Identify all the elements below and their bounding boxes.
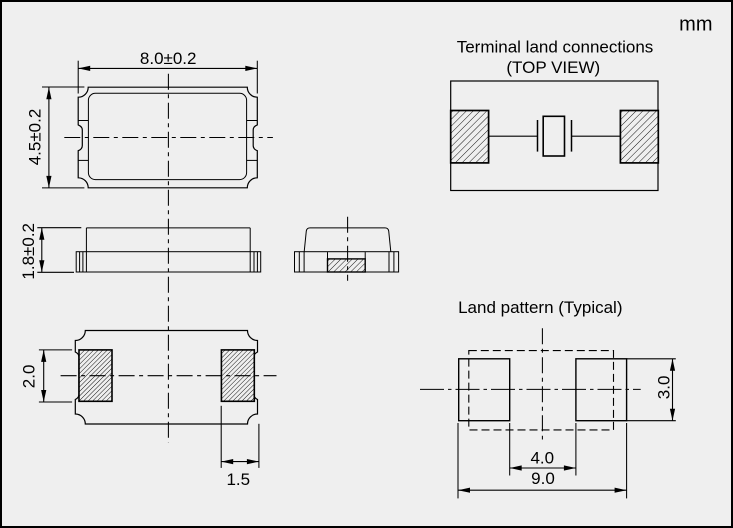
svg-text:9.0: 9.0: [531, 469, 555, 488]
svg-text:1.8±0.2: 1.8±0.2: [19, 223, 38, 280]
svg-text:Terminal land connections: Terminal land connections: [457, 38, 654, 57]
svg-text:Land pattern (Typical): Land pattern (Typical): [458, 298, 622, 317]
svg-text:4.0: 4.0: [530, 449, 554, 468]
svg-text:(TOP VIEW): (TOP VIEW): [506, 58, 600, 77]
svg-text:1.5: 1.5: [226, 470, 250, 489]
svg-text:2.0: 2.0: [19, 365, 38, 389]
svg-text:mm: mm: [679, 14, 712, 36]
svg-text:3.0: 3.0: [654, 376, 673, 400]
svg-text:8.0±0.2: 8.0±0.2: [140, 49, 197, 68]
svg-text:4.5±0.2: 4.5±0.2: [26, 109, 45, 166]
